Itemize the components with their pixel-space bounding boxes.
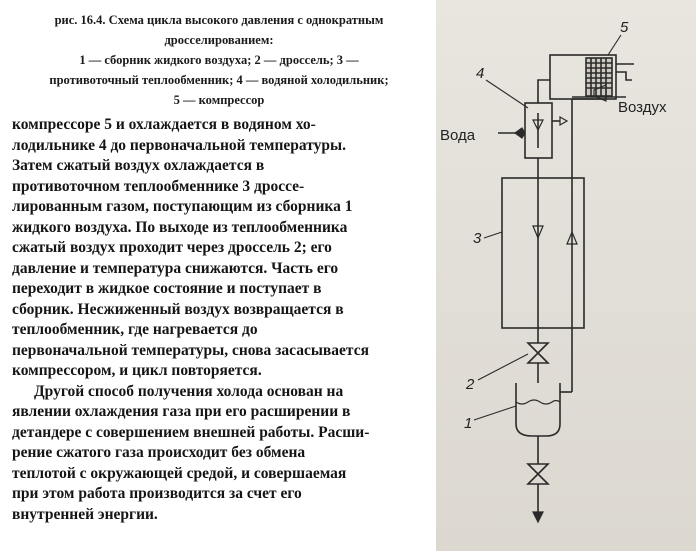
body-line: компрессором, и цикл повторяется.	[12, 362, 262, 379]
figure-caption: рис. 16.4. Схема цикла высокого давления…	[4, 10, 434, 110]
body-line: рение сжатого газа происходит без обмена	[12, 444, 306, 461]
liquid-outlet-arrow	[532, 511, 544, 524]
body-line: Затем сжатый воздух охлаждается в	[12, 157, 265, 174]
label-num-1: 1	[464, 415, 472, 432]
caption-title-line-2: дросселированием:	[164, 33, 274, 47]
air-inlet-arrow	[593, 84, 607, 102]
body-line: компрессоре 5 и охлаждается в водяном хо…	[12, 116, 316, 133]
body-text: компрессоре 5 и охлаждается в водяном хо…	[12, 115, 432, 525]
body-line: давление и температура снижаются. Часть …	[12, 259, 339, 277]
label-num-4: 4	[476, 65, 484, 82]
label-num-5: 5	[620, 19, 629, 36]
label-num-3: 3	[473, 230, 482, 247]
body-line: первоначальной температуры, снова засасы…	[12, 341, 369, 359]
caption-title-line-1: рис. 16.4. Схема цикла высокого давления…	[54, 13, 384, 27]
throttle-2	[526, 342, 550, 364]
label-num-2: 2	[465, 376, 475, 393]
compressed-air-line	[537, 79, 550, 103]
down-flow-arrow	[532, 225, 544, 240]
label-water: Вода	[440, 127, 476, 144]
body-line: явлении охлаждения газа при его расширен…	[12, 403, 351, 420]
body-line: теплообменник, где нагревается до	[12, 321, 258, 338]
body-line: сборник. Несжиженный воздух возвращается…	[12, 300, 344, 318]
body-line: лодильнике 4 до первоначальной температу…	[12, 136, 347, 154]
cycle-schematic-photo: Вода Воздух 5 4 3 2 1	[436, 0, 696, 551]
caption-legend-line-1: 1 — сборник жидкого воздуха; 2 — дроссел…	[79, 53, 359, 67]
drain-valve	[526, 463, 550, 485]
body-line: жидкого воздуха. По выходе из теплообмен…	[12, 218, 348, 236]
caption-legend-line-2: противоточный теплообменник; 4 — водяной…	[49, 73, 389, 87]
cooler-flow-arrow	[532, 119, 544, 132]
body-line: лированным газом, поступающим из сборник…	[12, 198, 353, 215]
body-line: сжатый воздух проходит через дроссель 2;…	[12, 239, 332, 256]
cycle-schematic: Вода Воздух 5 4 3 2 1	[440, 19, 667, 524]
body-line: Другой способ получения холода основан н…	[34, 382, 344, 400]
body-line: противоточном теплообменнике 3 дроссе-	[12, 177, 305, 195]
water-outlet-arrow	[559, 115, 569, 127]
water-inlet-arrow	[513, 127, 526, 139]
caption-legend-line-3: 5 — компрессор	[173, 93, 265, 107]
body-line: переходит в жидкое состояние и поступает…	[12, 280, 322, 297]
body-line: теплотой с окружающей средой, и совершае…	[12, 464, 347, 482]
heat-exchanger-3	[501, 177, 585, 329]
body-line: детандере с совершением внешней работы. …	[12, 423, 370, 441]
collector-1	[515, 383, 561, 437]
up-flow-arrow	[566, 230, 578, 245]
body-line: внутренней энергии.	[12, 505, 158, 523]
label-air: Воздух	[618, 99, 667, 116]
body-line: при этом работа производится за счет его	[12, 485, 302, 502]
